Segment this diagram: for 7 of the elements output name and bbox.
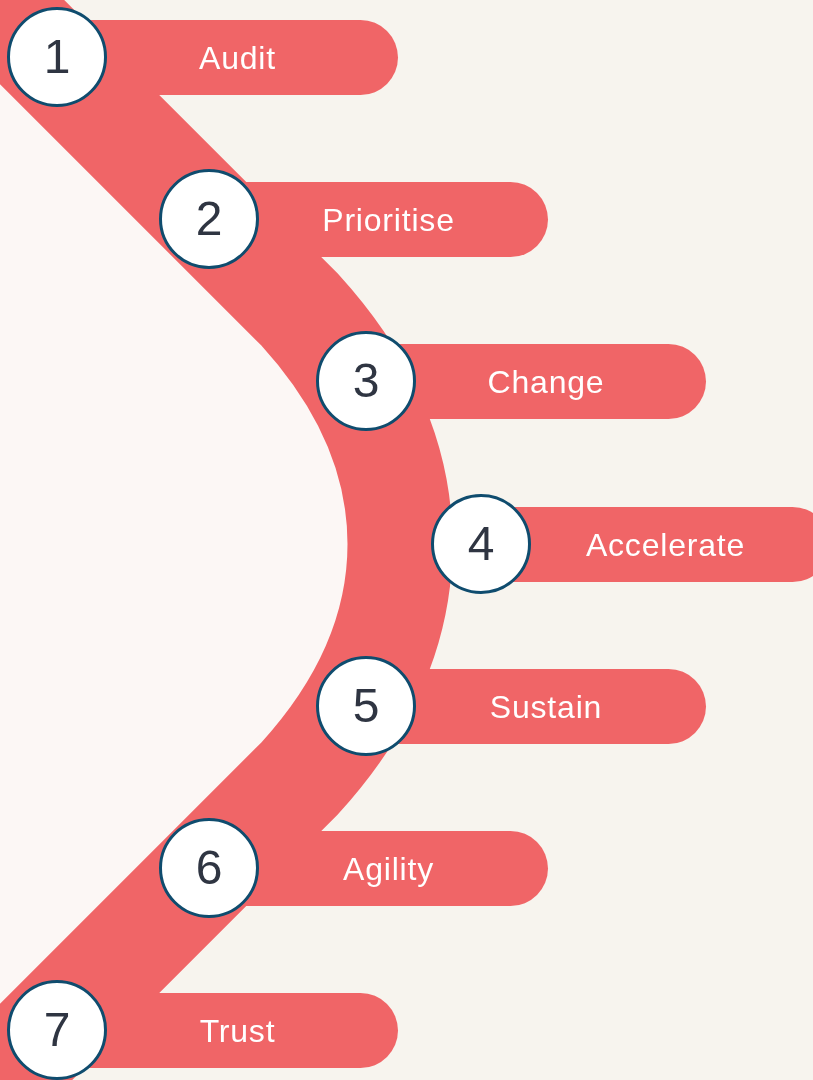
step-label: Change — [487, 362, 605, 402]
step-label: Prioritise — [322, 200, 455, 240]
step-label: Trust — [199, 1011, 276, 1051]
step-label: Accelerate — [585, 525, 746, 565]
step-label: Agility — [343, 849, 434, 889]
step-label: Audit — [199, 38, 276, 78]
step-label: Sustain — [489, 687, 603, 727]
